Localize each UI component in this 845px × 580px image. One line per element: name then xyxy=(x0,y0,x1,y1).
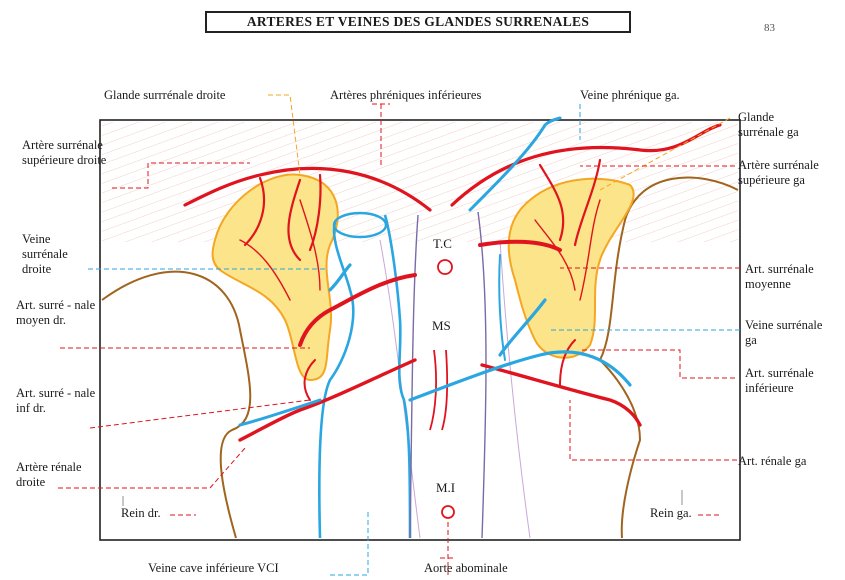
right-renal-vein xyxy=(240,400,320,425)
label-art-sup-ga: Artère surrénale supérieure ga xyxy=(738,158,838,188)
label-veine-ga: Veine surrénale ga xyxy=(745,318,835,348)
label-art-inf-dr: Art. surré - nale inf dr. xyxy=(16,386,96,416)
label-arteres-phreniques: Artères phréniques inférieures xyxy=(330,88,481,103)
leader-art-renale-ga xyxy=(570,400,737,460)
label-art-inf-ga: Art. surrénale inférieure xyxy=(745,366,835,396)
label-art-renale-ga: Art. rénale ga xyxy=(738,454,806,469)
label-veine-droite: Veine surrénale droite xyxy=(22,232,92,277)
leader-vci xyxy=(330,510,368,575)
label-aorte: Aorte abominale xyxy=(424,561,508,576)
inferior-vena-cava xyxy=(319,215,410,538)
label-art-moyen-dr: Art. surré - nale moyen dr. xyxy=(16,298,96,328)
label-vci: Veine cave inférieure VCI xyxy=(148,561,279,576)
label-rein-dr: Rein dr. xyxy=(121,506,161,521)
label-mesenterique-inf: M.I xyxy=(436,480,455,495)
right-kidney-outline xyxy=(102,272,250,538)
label-art-sup-droite: Artère surrénale supérieure droite xyxy=(22,138,110,168)
right-renal-artery xyxy=(240,360,415,440)
label-art-moyenne-ga: Art. surrénale moyenne xyxy=(745,262,835,292)
label-glande-surrenale-droite: Glande surrrénale droite xyxy=(104,88,225,103)
label-art-renale-droite: Artère rénale droite xyxy=(16,460,96,490)
diaphragm-fibers xyxy=(102,122,738,242)
inferior-mesenteric-ostium xyxy=(442,506,454,518)
label-mesenterique-sup: MS xyxy=(432,318,451,333)
label-glande-surrenale-ga: Glande surrénale ga xyxy=(738,110,818,140)
label-veine-phrenique-ga: Veine phrénique ga. xyxy=(580,88,680,103)
label-tronc-coeliaque: T.C xyxy=(433,236,452,251)
label-rein-ga: Rein ga. xyxy=(650,506,692,521)
celiac-trunk-ostium xyxy=(438,260,452,274)
